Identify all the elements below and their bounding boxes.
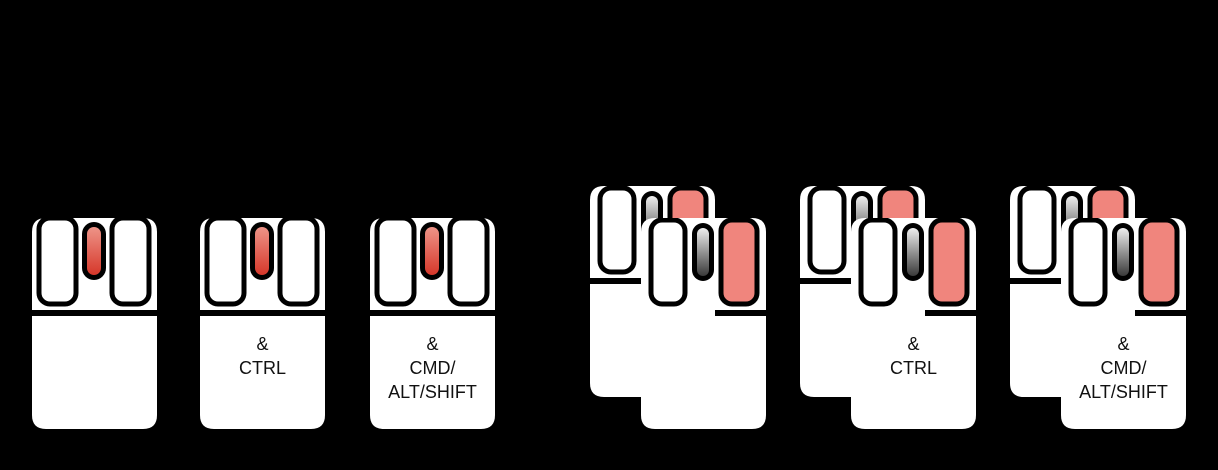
mouse-scroll-cmd-alt-shift: & CMD/ ALT/SHIFT (370, 218, 495, 429)
mouse-wheel-red-icon (32, 218, 157, 429)
mouse-label: & CMD/ ALT/SHIFT (1079, 334, 1168, 402)
mouse-label: & CMD/ ALT/SHIFT (388, 334, 477, 402)
mouse-scroll-ctrl: & CTRL (200, 218, 325, 429)
mouse-label: & CTRL (889, 334, 937, 378)
mouse-drag-cmd-alt-shift: & CMD/ ALT/SHIFT (1061, 218, 1186, 429)
mouse-right-button-icon (641, 218, 766, 429)
mouse-wheel-red-icon (200, 218, 325, 429)
mouse-label: & CTRL (238, 334, 286, 378)
mouse-scroll (32, 218, 157, 429)
mouse-right-button-icon (851, 218, 976, 429)
mouse-drag (641, 218, 766, 429)
mouse-drag-ctrl: & CTRL (851, 218, 976, 429)
